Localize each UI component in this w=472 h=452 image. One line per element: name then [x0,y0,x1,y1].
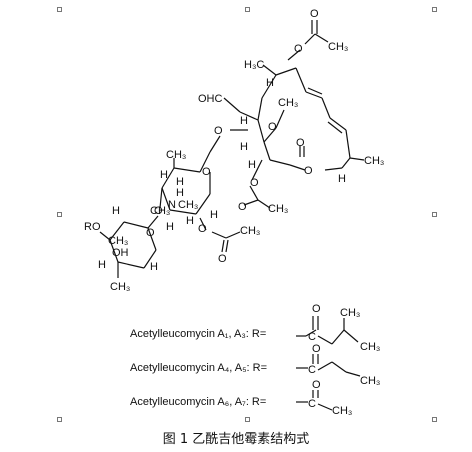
atom-ch3: CH₃ [178,199,198,211]
atom-h3c: H₃C [244,59,264,71]
atom-o: O [218,253,227,265]
selection-handle-top-right[interactable] [432,7,437,12]
selection-handle-top-center[interactable] [245,7,250,12]
atom-h: H [240,141,248,153]
row2-o: O [312,343,321,355]
atom-h: H [166,221,174,233]
atom-o: O [268,121,277,133]
atom-ch3: CH₃ [110,281,130,293]
selection-handle-bottom-right[interactable] [432,417,437,422]
atom-ch3: CH₃ [364,155,384,167]
row3-ch3a: CH₃ [332,405,352,417]
selection-handle-top-left[interactable] [57,7,62,12]
atom-ch3: CH₃ [150,205,170,217]
row1-o: O [312,303,321,315]
atom-o: O [198,223,207,235]
atom-h: H [160,169,168,181]
row3-o: O [312,379,321,391]
atom-ch3: CH₃ [240,225,260,237]
atom-oh: OH [112,247,129,259]
atom-h: H [150,261,158,273]
atom-h: H [176,176,184,188]
figure-caption: 图 1 乙酰吉他霉素结构式 [162,432,310,447]
atom-o: O [202,166,211,178]
atom-o: O [310,8,319,20]
atom-o: O [296,137,305,149]
atom-ch3: CH₃ [108,235,128,247]
atom-o: O [214,125,223,137]
atom-h: H [186,215,194,227]
atom-ch3: CH₃ [278,97,298,109]
atom-n: N [168,199,176,211]
chemical-structure: H₃C O O CH₃ OHC H H H CH₃ O O H O O H CH… [84,8,384,417]
selection-handle-bottom-left[interactable] [57,417,62,422]
atom-h: H [248,159,256,171]
atom-h: H [98,259,106,271]
selection-handle-bottom-center[interactable] [245,417,250,422]
atom-ch3: CH₃ [166,149,186,161]
atom-ch3: CH₃ [328,41,348,53]
atom-h: H [210,209,218,221]
selection-handle-middle-right[interactable] [432,212,437,217]
atom-o: O [294,43,303,55]
atom-h: H [112,205,120,217]
atom-o: O [154,205,163,217]
row3-c: C [308,398,316,410]
row2-ch3a: CH₃ [360,375,380,387]
row1-label: Acetylleucomycin A₁, A₃: R= [130,328,267,340]
row1-ch3b: CH₃ [360,341,380,353]
row2-label: Acetylleucomycin A₄, A₅: R= [130,362,268,374]
atom-h: H [240,115,248,127]
atom-o: O [238,201,247,213]
atom-ohc: OHC [198,93,223,105]
selection-handle-middle-left[interactable] [57,212,62,217]
row2-c: C [308,364,316,376]
atom-h: H [176,187,184,199]
atom-ch3: CH₃ [268,203,288,215]
atom-h: H [266,77,274,89]
atom-ro: RO [84,221,101,233]
row3-label: Acetylleucomycin A₆, A₇: R= [130,396,267,408]
row1-c: C [308,331,316,343]
row1-ch3a: CH₃ [340,307,360,319]
atom-h: H [338,173,346,185]
atom-o: O [304,165,313,177]
atom-o: O [146,227,155,239]
atom-o: O [250,177,259,189]
